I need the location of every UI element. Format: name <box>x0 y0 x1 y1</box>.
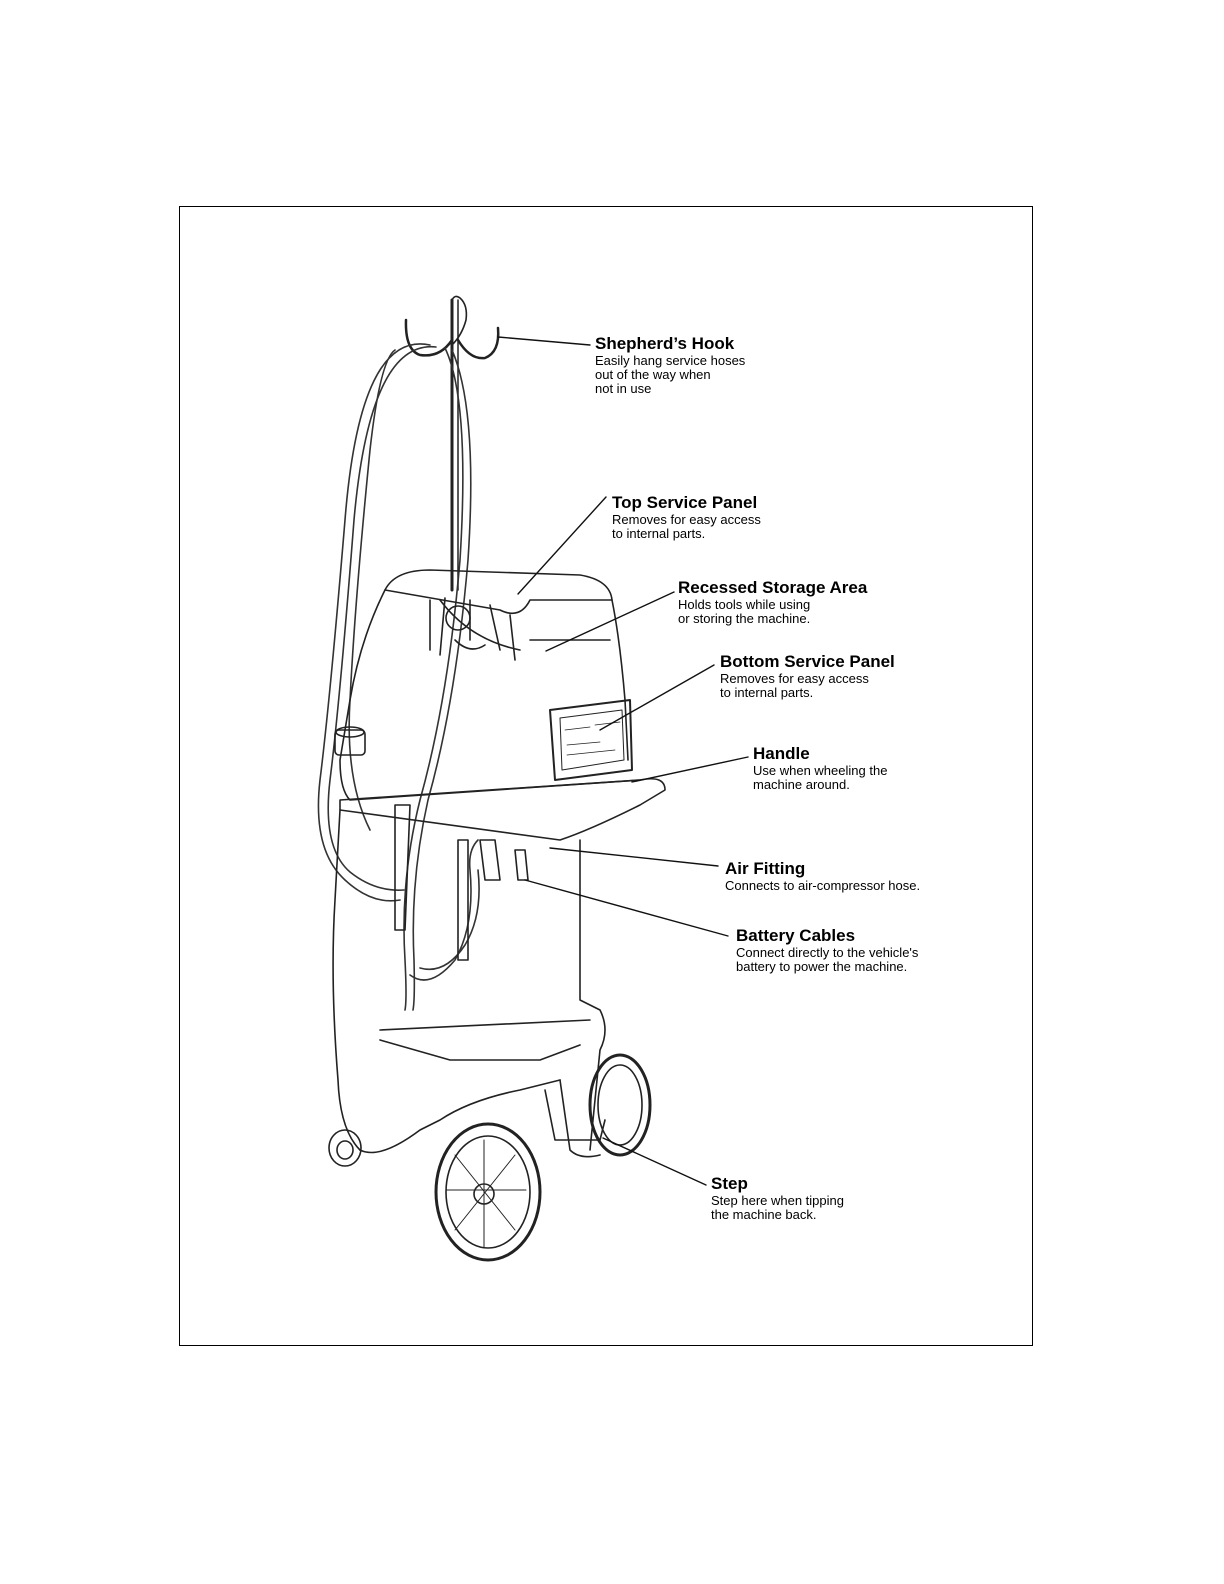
hoses-drawing <box>317 343 480 1011</box>
callout-battery-cables: Battery Cables Connect directly to the v… <box>736 927 918 974</box>
callout-title: Air Fitting <box>725 859 806 878</box>
callout-title: Top Service Panel <box>612 493 758 512</box>
callout-description: Easily hang service hoses out of the way… <box>595 353 746 396</box>
callout-handle: Handle Use when wheeling the machine aro… <box>753 745 887 792</box>
callout-title: Shepherd’s Hook <box>595 334 735 353</box>
callout-shepherds-hook: Shepherd’s Hook Easily hang service hose… <box>595 335 745 396</box>
callout-description: Connect directly to the vehicle's batter… <box>736 945 919 974</box>
callout-description: Use when wheeling the machine around. <box>753 763 888 792</box>
callout-title: Bottom Service Panel <box>720 652 895 671</box>
callout-title: Handle <box>753 744 810 763</box>
upper-housing-drawing <box>334 569 666 841</box>
shepherds-hook-drawing <box>404 295 500 592</box>
callout-title: Step <box>711 1174 748 1193</box>
callout-title: Recessed Storage Area <box>678 578 868 597</box>
callout-air-fitting: Air Fitting Connects to air-compressor h… <box>725 860 920 893</box>
callout-description: Holds tools while using or storing the m… <box>678 597 811 626</box>
callout-title: Battery Cables <box>736 926 856 945</box>
callout-bottom-service-panel: Bottom Service Panel Removes for easy ac… <box>720 653 895 700</box>
wheels-drawing <box>328 1053 652 1262</box>
callout-description: Connects to air-compressor hose. <box>725 878 921 893</box>
callout-description: Step here when tipping the machine back. <box>711 1193 844 1222</box>
callout-description: Removes for easy access to internal part… <box>720 671 869 700</box>
lower-body-drawing <box>332 804 606 1158</box>
callout-description: Removes for easy access to internal part… <box>612 512 761 541</box>
callout-recessed-storage-area: Recessed Storage Area Holds tools while … <box>678 579 867 626</box>
leader-lines <box>497 336 749 1186</box>
callout-step: Step Step here when tipping the machine … <box>711 1175 844 1222</box>
figure-frame <box>179 206 1033 1346</box>
callout-top-service-panel: Top Service Panel Removes for easy acces… <box>612 494 761 541</box>
